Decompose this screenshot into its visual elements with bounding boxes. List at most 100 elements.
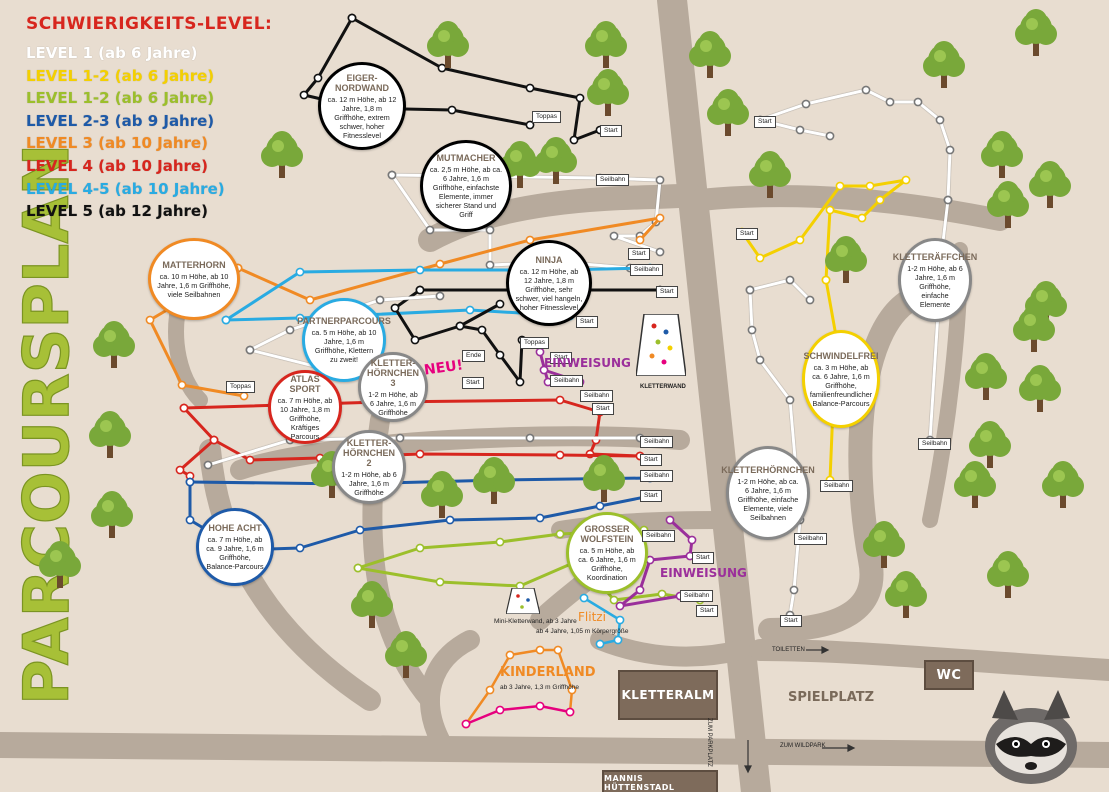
- tree-icon: [965, 353, 1007, 400]
- course-name: KLETTERÄFFCHEN: [892, 251, 978, 262]
- raccoon-mascot-icon: [976, 680, 1086, 788]
- spielplatz-label: SPIELPLATZ: [788, 690, 875, 705]
- huettenstadl-building[interactable]: MANNIS HÜTTENSTADL: [602, 770, 718, 792]
- course-description: ca. 7 m Höhe, ab ca. 9 Jahre, 1,6 m Grif…: [206, 535, 264, 571]
- course-description: 1-2 m Höhe, ab 6 Jahre, 1,6 m Griffhöhe: [341, 469, 397, 497]
- station-point: [375, 295, 385, 305]
- station-point: [313, 73, 323, 83]
- tree-icon: [689, 31, 731, 78]
- course-route-line: [189, 476, 651, 486]
- course-name: PARTNERPARCOURS: [297, 316, 391, 326]
- course-hohe-acht[interactable]: HOHE ACHT ca. 7 m Höhe, ab ca. 9 Jahre, …: [196, 508, 274, 586]
- station-point: [477, 325, 487, 335]
- course-matterhorn[interactable]: MATTERHORN ca. 10 m Höhe, ab 10 Jahre, 1…: [148, 238, 240, 320]
- course-name: MUTMACHER: [436, 153, 496, 163]
- seilbahn-tag: Seilbahn: [640, 470, 674, 482]
- station-point: [865, 181, 875, 191]
- station-point: [535, 701, 545, 711]
- station-point: [555, 529, 565, 539]
- station-point: [635, 585, 645, 595]
- flitzi-description: ab 4 Jahre, 1,05 m Körpergröße: [536, 628, 629, 635]
- station-point: [913, 97, 923, 107]
- seilbahn-tag: Seilbahn: [642, 530, 676, 542]
- tree-icon: [1013, 305, 1055, 352]
- station-point: [595, 639, 605, 649]
- station-point: [665, 515, 675, 525]
- station-point: [185, 515, 195, 525]
- station-point: [555, 395, 565, 405]
- start-tag: Start: [780, 615, 802, 627]
- start-tag: Start: [736, 228, 758, 240]
- tree-icon: [1019, 365, 1061, 412]
- course-partnerparcours[interactable]: PARTNERPARCOURS ca. 5 m Höhe, ab 10 Jahr…: [297, 298, 391, 382]
- station-point: [177, 380, 187, 390]
- station-point: [485, 225, 495, 235]
- course-grosser-wolfstein[interactable]: GROSSER WOLFSTEIN ca. 5 m Höhe, ab ca. 6…: [566, 512, 648, 594]
- seilbahn-tag: Seilbahn: [680, 590, 714, 602]
- station-point: [655, 175, 665, 185]
- station-point: [655, 247, 665, 257]
- station-point: [945, 145, 955, 155]
- tree-icon: [954, 461, 996, 508]
- station-point: [285, 325, 295, 335]
- tree-icon: [969, 421, 1011, 468]
- course-kletteraeffchen[interactable]: KLETTERÄFFCHEN 1-2 m Höhe, ab 6 Jahre, 1…: [893, 238, 977, 322]
- course-eiger-nordwand[interactable]: EIGER-NORDWAND ca. 12 m Höhe, ab 12 Jahr…: [318, 62, 406, 150]
- einweisung-label: EINWEISUNG: [660, 566, 747, 580]
- station-point: [795, 125, 805, 135]
- legend-heading: SCHWIERIGKEITS-LEVEL:: [26, 14, 273, 34]
- station-point: [687, 535, 697, 545]
- start-tag: Start: [640, 454, 662, 466]
- course-kletterhoernchen[interactable]: KLETTERHÖRNCHEN 1-2 m Höhe, ab ca. 6 Jah…: [721, 446, 815, 540]
- tree-icon: [863, 521, 905, 568]
- station-point: [609, 231, 619, 241]
- station-point: [615, 615, 625, 625]
- seilbahn-tag: Seilbahn: [640, 436, 674, 448]
- station-point: [495, 705, 505, 715]
- start-tag: Start: [462, 377, 484, 389]
- kletterwand-label: KLETTERWAND: [640, 384, 686, 390]
- station-point: [821, 275, 831, 285]
- seilbahn-tag: Seilbahn: [596, 174, 630, 186]
- course-description: ca. 7 m Höhe, ab 10 Jahre, 1,8 m Griffhö…: [277, 395, 333, 441]
- course-ninja[interactable]: NINJA ca. 12 m Höhe, ab 12 Jahre, 1,8 m …: [506, 240, 592, 326]
- kletteralm-building[interactable]: KLETTERALM: [618, 670, 718, 720]
- course-mutmacher[interactable]: MUTMACHER ca. 2,5 m Höhe, ab ca. 6 Jahre…: [420, 140, 512, 232]
- einweisung-label: EINWEISUNG: [544, 356, 631, 370]
- station-point: [295, 313, 305, 323]
- station-point: [221, 315, 231, 325]
- course-name: HOHE ACHT: [208, 523, 262, 533]
- station-point: [390, 303, 400, 313]
- station-point: [295, 543, 305, 553]
- station-point: [495, 350, 505, 360]
- station-point: [935, 115, 945, 125]
- trees: [39, 9, 1084, 678]
- station-point: [555, 450, 565, 460]
- tree-icon: [987, 551, 1029, 598]
- station-point: [755, 355, 765, 365]
- station-point: [785, 395, 795, 405]
- course-atlas-sport[interactable]: ATLAS SPORT ca. 7 m Höhe, ab 10 Jahre, 1…: [268, 370, 342, 444]
- flitzi-label: Flitzi: [578, 610, 606, 624]
- wc-building[interactable]: WC: [924, 660, 974, 690]
- course-kletterhoernchen-2[interactable]: KLETTER-HÖRNCHEN 2 1-2 m Höhe, ab 6 Jahr…: [332, 430, 406, 504]
- legend-level-item: LEVEL 1 (ab 6 Jahre): [26, 44, 198, 62]
- station-point: [885, 97, 895, 107]
- wc-label: WC: [936, 667, 962, 683]
- station-point: [347, 13, 357, 23]
- station-point: [353, 563, 363, 573]
- course-kletterhoernchen-3[interactable]: KLETTER-HÖRNCHEN 3 1-2 m Höhe, ab 6 Jahr…: [358, 352, 428, 422]
- start-tag: Start: [656, 286, 678, 298]
- course-name: EIGER-NORDWAND: [335, 72, 389, 93]
- course-schwindelfrei[interactable]: SCHWINDELFREI ca. 3 m Höhe, ab ca. 6 Jah…: [802, 330, 880, 428]
- start-tag: Start: [600, 125, 622, 137]
- station-point: [655, 213, 665, 223]
- seilbahn-tag: Seilbahn: [550, 375, 584, 387]
- station-point: [355, 525, 365, 535]
- tree-icon: [535, 137, 577, 184]
- station-point: [515, 377, 525, 387]
- tree-icon: [923, 41, 965, 88]
- station-point: [415, 449, 425, 459]
- course-description: ca. 10 m Höhe, ab 10 Jahre, 1,6 m Griffh…: [157, 271, 231, 299]
